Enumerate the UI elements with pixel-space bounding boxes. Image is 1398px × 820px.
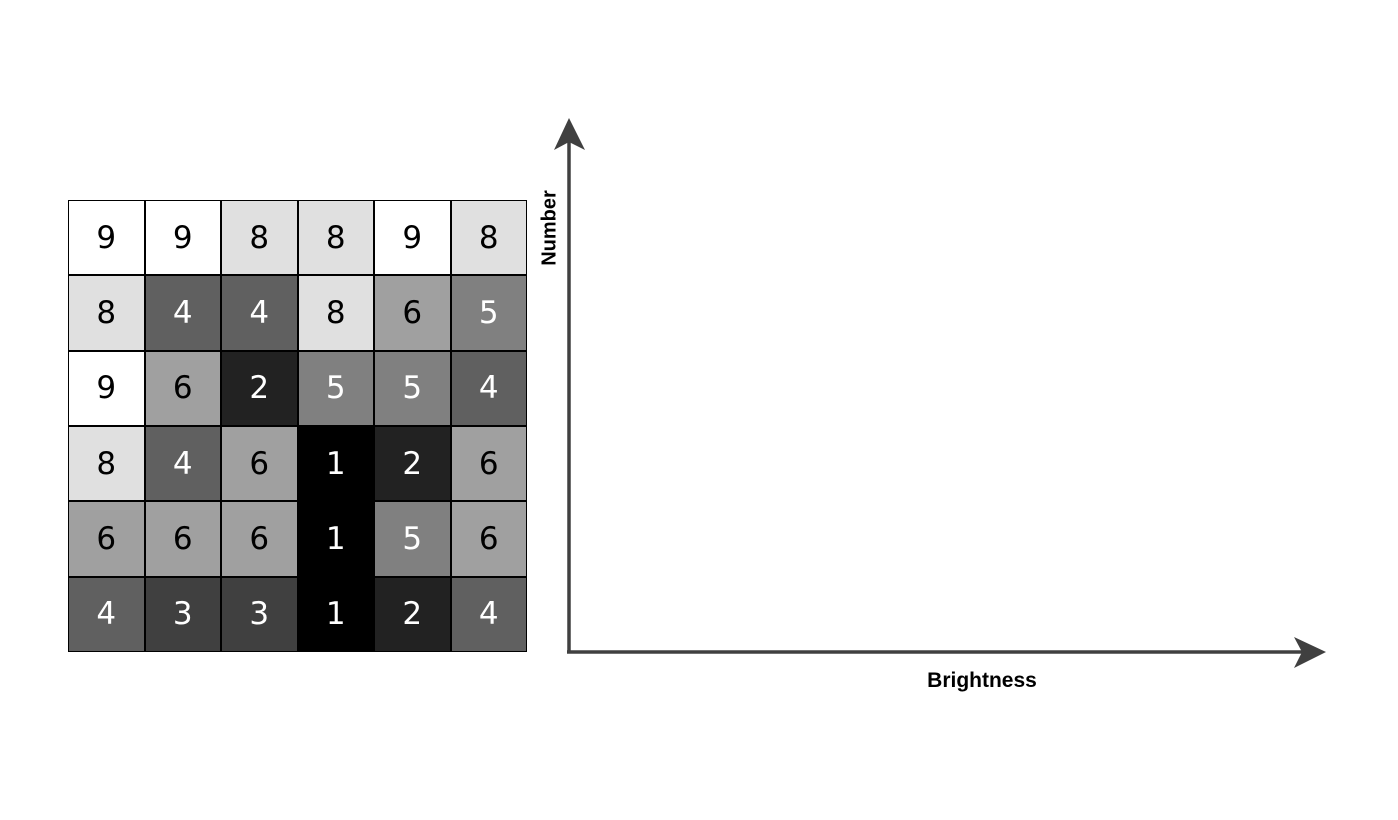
grid-cell: 3 xyxy=(222,577,297,651)
grid-cell: 9 xyxy=(145,201,220,275)
y-axis-arrow-icon xyxy=(554,118,585,150)
grid-cell: 1 xyxy=(298,502,373,576)
grid-cell: 4 xyxy=(451,351,526,425)
grid-cell: 6 xyxy=(451,427,526,501)
grid-cell: 9 xyxy=(69,351,144,425)
grid-cell: 5 xyxy=(375,502,450,576)
grid-cell: 5 xyxy=(451,276,526,350)
grid-cell: 6 xyxy=(145,351,220,425)
x-axis-label: Brightness xyxy=(927,669,1037,692)
grid-cell: 8 xyxy=(451,201,526,275)
y-axis-label: Number xyxy=(538,190,561,266)
grid-cell: 3 xyxy=(145,577,220,651)
grid-cell: 8 xyxy=(298,201,373,275)
grid-cell: 6 xyxy=(222,502,297,576)
grid-cell: 4 xyxy=(69,577,144,651)
grid-cell: 6 xyxy=(375,276,450,350)
grid-cell: 9 xyxy=(69,201,144,275)
grid-cell: 8 xyxy=(222,201,297,275)
grid-cell: 2 xyxy=(222,351,297,425)
grid-cell: 6 xyxy=(69,502,144,576)
grid-cell: 4 xyxy=(451,577,526,651)
grid-cell: 6 xyxy=(222,427,297,501)
grid-cell: 6 xyxy=(451,502,526,576)
grid-cell: 1 xyxy=(298,427,373,501)
grid-cell: 9 xyxy=(375,201,450,275)
x-axis-arrow-icon xyxy=(1294,637,1326,668)
grid-cell: 6 xyxy=(145,502,220,576)
grid-cell: 1 xyxy=(298,577,373,651)
grid-cell: 4 xyxy=(145,427,220,501)
grid-cell: 2 xyxy=(375,577,450,651)
grid-cell: 4 xyxy=(145,276,220,350)
grid-cell: 5 xyxy=(298,351,373,425)
grid-cell: 4 xyxy=(222,276,297,350)
grid-cell: 8 xyxy=(69,427,144,501)
grid-cell: 2 xyxy=(375,427,450,501)
grid-cell: 5 xyxy=(375,351,450,425)
grid-cell: 8 xyxy=(69,276,144,350)
grid-cell: 8 xyxy=(298,276,373,350)
